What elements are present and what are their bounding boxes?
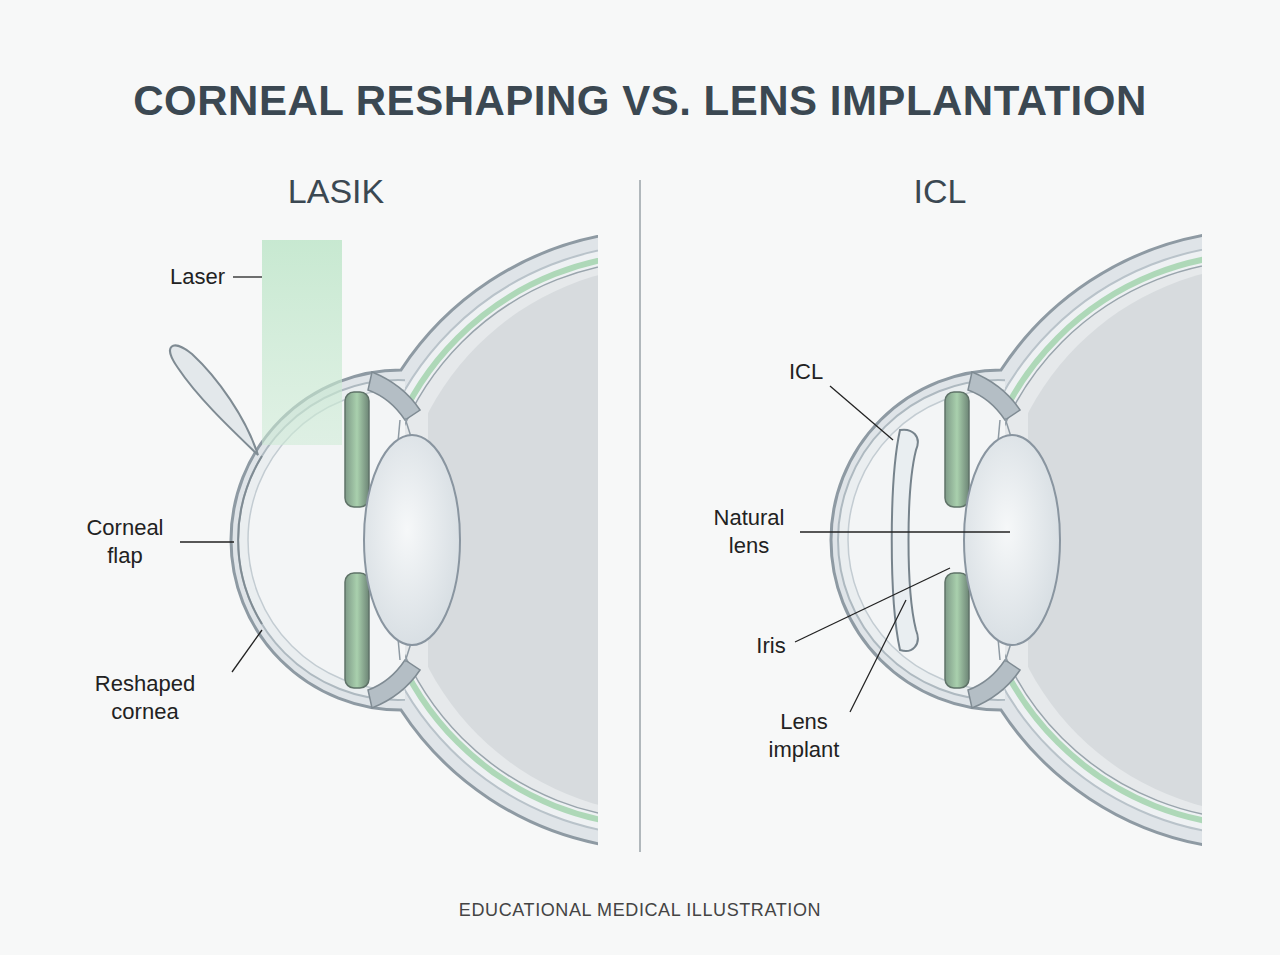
icl-eye bbox=[831, 230, 1280, 850]
leader-line bbox=[795, 568, 950, 642]
eye-cross-section bbox=[231, 230, 598, 850]
leader-line bbox=[233, 276, 262, 277]
part-label: Natural lens bbox=[699, 504, 799, 560]
laser-beam bbox=[262, 240, 342, 445]
leader-line bbox=[232, 630, 262, 672]
icl-implant bbox=[892, 430, 918, 651]
part-label: Corneal flap bbox=[75, 514, 175, 570]
panel-heading: LASIK bbox=[236, 170, 436, 212]
eye-cross-section bbox=[831, 230, 1202, 850]
leader-line bbox=[830, 386, 893, 440]
part-label: Lens implant bbox=[749, 708, 859, 764]
part-label: Iris bbox=[741, 632, 801, 660]
part-label: Reshaped cornea bbox=[80, 670, 210, 726]
part-label: ICL bbox=[776, 358, 836, 386]
flap-bed-line bbox=[238, 456, 262, 624]
leader-line bbox=[850, 600, 906, 712]
panel-divider bbox=[639, 180, 641, 852]
panel-heading: ICL bbox=[840, 170, 1040, 212]
diagram-title: CORNEAL RESHAPING VS. LENS IMPLANTATION bbox=[0, 76, 1280, 126]
diagram-caption: EDUCATIONAL MEDICAL ILLUSTRATION bbox=[0, 898, 1280, 922]
leader-lines bbox=[180, 277, 1010, 712]
leader-line bbox=[800, 531, 1010, 532]
leader-line bbox=[180, 541, 234, 542]
lasik-eye bbox=[170, 230, 598, 850]
part-label: Laser bbox=[125, 263, 225, 291]
corneal-flap bbox=[170, 346, 258, 455]
